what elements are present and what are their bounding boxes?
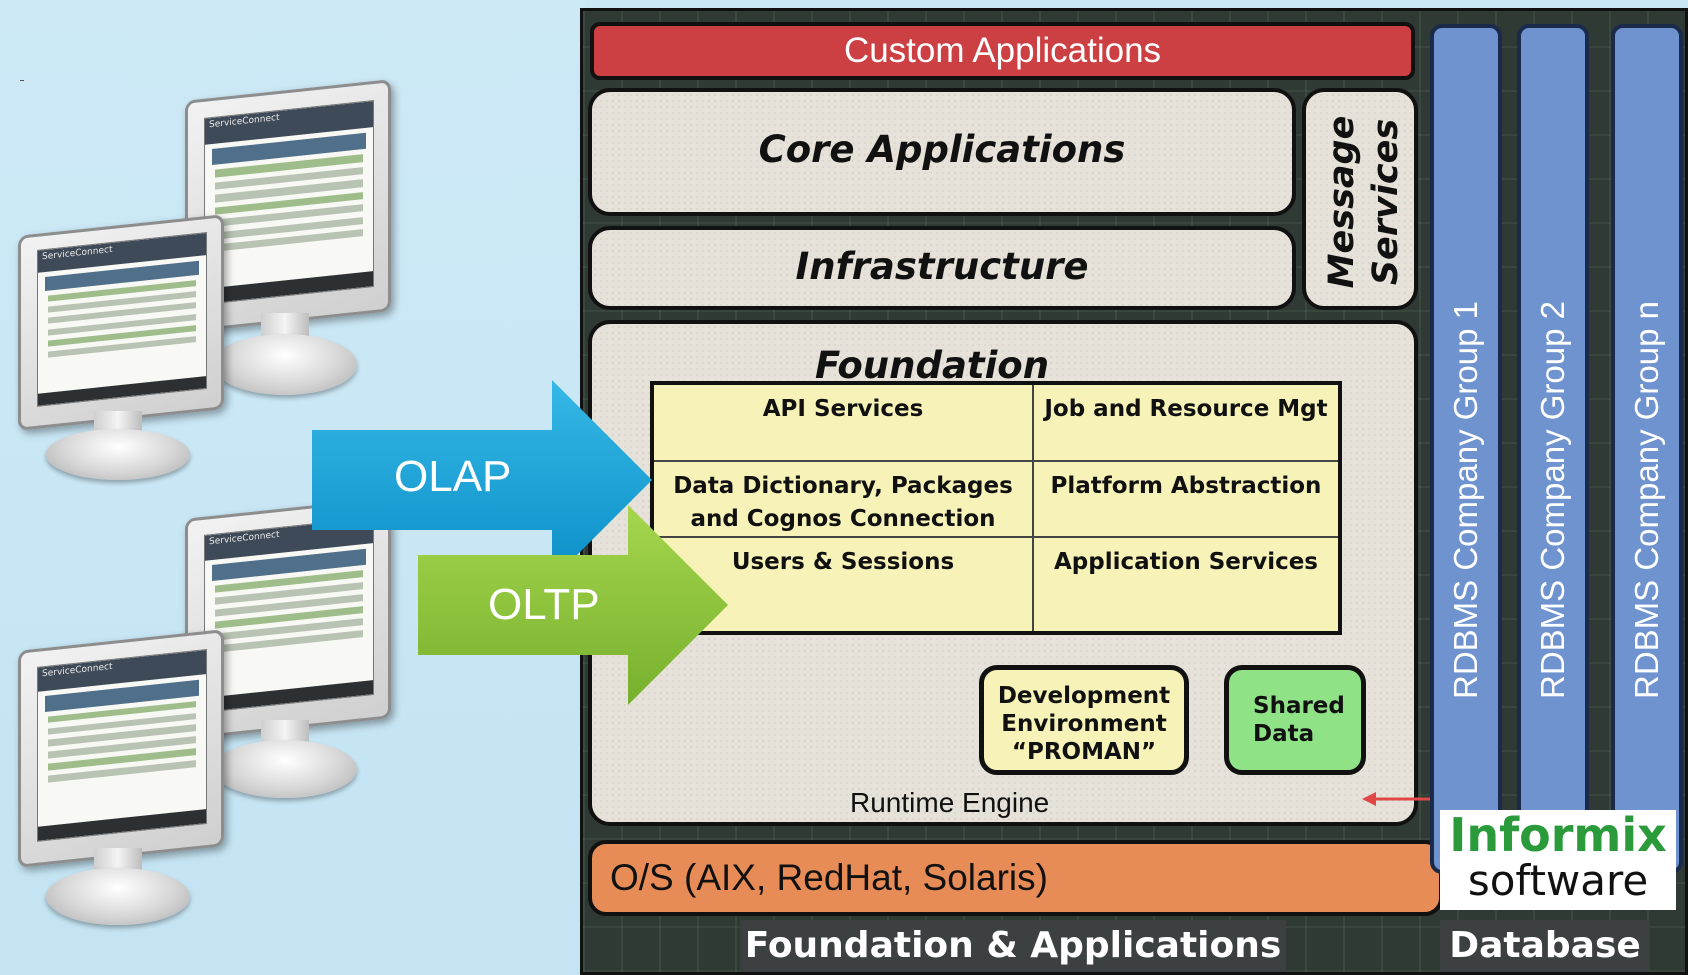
platform-abstraction-cell: Platform Abstraction [1034,462,1338,538]
core-applications-label: Core Applications [758,128,1126,171]
oltp-label: OLTP [488,580,600,629]
oltp-arrow-icon [418,505,728,705]
database-footer: Database [1440,920,1650,972]
olap-arrow-icon [312,380,652,580]
core-applications-layer: Core Applications [588,88,1296,216]
os-layer: O/S (AIX, RedHat, Solaris) [588,840,1443,916]
message-services-layer: Message Services [1302,88,1418,310]
client-monitor-4: ServiceConnect [18,629,224,925]
rdbms-label-1: RDBMS Company Group 1 [1447,300,1484,699]
rdbms-column-1: RDBMS Company Group 1 [1430,24,1502,874]
runtime-engine-label: Runtime Engine [850,787,1050,818]
client-monitor-1: ServiceConnect [185,79,391,395]
foundation-label: Foundation [814,344,1050,387]
infrastructure-label: Infrastructure [795,245,1089,288]
users-sessions-cell: Users & Sessions [654,538,1034,631]
data-dictionary-cell: Data Dictionary, Packages and Cognos Con… [654,462,1034,538]
informix-brand: Informix [1449,808,1667,862]
application-services-cell: Application Services [1053,549,1319,575]
monitor-stand [213,334,357,395]
foundation-services-grid: API Services Job and Resource Mgt Data D… [650,381,1342,635]
rdbms-column-2: RDBMS Company Group 2 [1517,24,1589,874]
monitor-stand [46,868,190,925]
stray-mark [20,80,24,81]
infrastructure-layer: Infrastructure [588,226,1296,310]
development-environment-box: Development Environment “PROMAN” [979,665,1189,775]
rdbms-label-2: RDBMS Company Group 2 [1534,300,1571,699]
monitor-screen: ServiceConnect [18,629,224,868]
client-monitor-2: ServiceConnect [18,214,224,480]
rdbms-label-n: RDBMS Company Group n [1628,300,1665,699]
monitor-screen: ServiceConnect [18,214,224,431]
informix-software: software [1467,856,1649,905]
client-monitor-3: ServiceConnect [185,497,391,798]
job-resource-cell: Job and Resource Mgt [1034,385,1338,462]
informix-logo: Informix software [1440,810,1676,910]
olap-label: OLAP [394,452,512,501]
custom-applications-layer: Custom Applications [590,22,1415,80]
api-services-cell: API Services [654,385,1034,462]
foundation-applications-footer: Foundation & Applications [740,920,1286,972]
monitor-stand [213,740,357,798]
shared-data-box: Shared Data [1224,665,1366,775]
rdbms-column-n: RDBMS Company Group n [1611,24,1683,874]
message-services-label: Message Services [1322,115,1406,289]
monitor-stand [46,429,190,480]
